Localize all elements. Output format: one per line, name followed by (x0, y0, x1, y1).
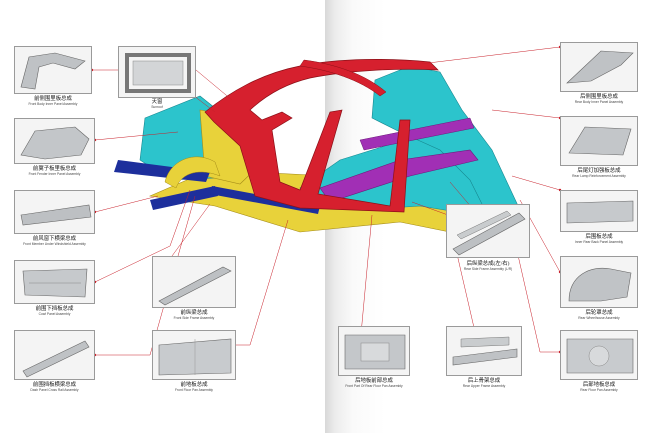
caption-inner-rear-back: 后围板总成 Inner Rear Back Panel Assembly (556, 234, 642, 244)
part-name-zh: 后侧围里板总成 (580, 94, 618, 100)
part-thumb-rear-side-frame (446, 204, 530, 258)
part-name-en: Rear Body Inner Panel Assembly (574, 99, 624, 104)
part-name-zh: 后尾灯加强板总成 (577, 168, 621, 174)
front-rail-lower-shape (150, 186, 218, 210)
caption-dash-panel-rail: 前围挡板横梁总成 Dash Panel Cross Rail Assembly (14, 382, 95, 392)
part-name-en: Rear Side Frame Assembly (L/R) (463, 266, 513, 271)
leader-front-fender-inner (94, 131, 179, 141)
part-name-zh: 前地板总成 (180, 382, 208, 388)
caption-rear-floor-pan: 后部地板总成 Rear Floor Pan Assembly (556, 382, 642, 392)
part-name-zh: 后纵梁总成(左/右) (466, 261, 510, 267)
part-name-en: Dash Panel Cross Rail Assembly (30, 387, 79, 392)
part-name-zh: 后部地板总成 (582, 382, 616, 388)
part-name-zh: 前纵梁总成 (180, 310, 208, 316)
part-thumb-rear-body-inner (560, 42, 638, 92)
caption-front-body-inner: 前侧围里板总成 Front Body Inner Panel Assembly (14, 96, 92, 106)
part-name-zh: 天窗 (151, 99, 163, 105)
part-thumb-front-member-windshield (14, 190, 95, 234)
part-thumb-roof (118, 46, 196, 98)
part-thumb-cowl-panel (14, 260, 95, 304)
part-name-en: Front Side Frame Assembly (173, 315, 215, 320)
caption-front-floor-pan: 前地板总成 Front Floor Pan Assembly (152, 382, 236, 392)
part-name-zh: 前围下挡板总成 (35, 306, 74, 312)
caption-roof: 天窗 Sunroof (118, 99, 196, 109)
leader-roof (195, 69, 233, 101)
part-name-en: Front Member Under Windshield Assembly (23, 241, 86, 246)
part-name-en: Sunroof (151, 104, 163, 109)
rear-cross-member-shape (359, 117, 475, 151)
front-rail-shape (114, 160, 210, 182)
part-name-en: Front Body Inner Panel Assembly (28, 101, 78, 106)
part-thumb-inner-rear-back (560, 190, 638, 232)
part-thumb-rear-upper-frame (446, 326, 522, 376)
part-name-zh: 前侧围里板总成 (34, 96, 72, 102)
caption-front-member-windshield: 前风窗下横梁总成 Front Member Under Windshield A… (14, 236, 95, 246)
caption-rear-lamp: 后尾灯加强板总成 Rear Lamp Reinforcement Assembl… (556, 168, 642, 178)
leader-rear-floor-pan (509, 219, 560, 353)
part-name-zh: 前风窗下横梁总成 (32, 236, 77, 242)
leader-cowl-panel (94, 189, 191, 283)
sill-blue-shape (210, 186, 320, 214)
part-name-en: Front Fender Inner Panel Assembly (28, 171, 81, 176)
part-name-en: Rear Wheelhouse Assembly (578, 315, 620, 320)
part-name-en: Front Floor Pan Assembly (175, 387, 213, 392)
caption-cowl-panel: 前围下挡板总成 Cowl Panel Assembly (14, 306, 95, 316)
part-thumb-front-fender-inner (14, 118, 95, 164)
caption-front-fender-inner: 前翼子板里板总成 Front Fender Inner Panel Assemb… (14, 166, 95, 176)
part-thumb-rear-wheelhouse (560, 256, 638, 308)
part-name-zh: 前围挡板横梁总成 (32, 382, 77, 388)
part-name-en: Rear Upper Frame Assembly (462, 383, 506, 388)
leader-inner-rear-back (511, 175, 561, 191)
part-thumb-front-body-inner (14, 46, 92, 94)
part-name-en: Front Part Of Rear Floor Pan Assembly (345, 383, 403, 388)
part-name-zh: 前翼子板里板总成 (32, 166, 77, 172)
part-thumb-rear-floor-pan (560, 330, 638, 380)
leader-rear-body-inner (419, 46, 561, 65)
caption-rear-wheelhouse: 后轮罩总成 Rear Wheelhouse Assembly (556, 310, 642, 320)
part-name-zh: 后地板前部总成 (355, 378, 393, 384)
caption-front-side-frame: 前纵梁总成 Front Side Frame Assembly (152, 310, 236, 320)
side-frame-shape (204, 59, 439, 213)
part-name-en: Inner Rear Back Panel Assembly (574, 239, 624, 244)
leader-front-side-frame (171, 203, 211, 257)
part-name-en: Rear Floor Pan Assembly (580, 387, 618, 392)
leader-rear-lamp (491, 109, 561, 119)
caption-rear-upper-frame: 后上骨架总成 Rear Upper Frame Assembly (446, 378, 522, 388)
part-thumb-rear-lamp (560, 116, 638, 166)
leader-dash-panel-rail (95, 195, 196, 356)
part-name-en: Cowl Panel Assembly (38, 311, 71, 316)
part-thumb-front-floor-pan (152, 330, 236, 380)
leader-front-member-windshield (94, 195, 159, 213)
caption-rear-body-inner: 后侧围里板总成 Rear Body Inner Panel Assembly (556, 94, 642, 104)
part-name-zh: 后轮罩总成 (585, 310, 613, 316)
front-wheel-arch-shape (164, 156, 221, 189)
part-thumb-front-side-frame (152, 256, 236, 308)
leader-front-part-rear-floor (359, 214, 373, 346)
part-name-zh: 后上骨架总成 (467, 378, 501, 384)
caption-front-part-rear-floor: 后地板前部总成 Front Part Of Rear Floor Pan Ass… (334, 378, 414, 388)
caption-rear-side-frame: 后纵梁总成(左/右) Rear Side Frame Assembly (L/R… (446, 261, 530, 271)
part-name-en: Rear Lamp Reinforcement Assembly (572, 173, 626, 178)
part-thumb-dash-panel-rail (14, 330, 95, 380)
part-name-zh: 后围板总成 (585, 234, 613, 240)
part-thumb-front-part-rear-floor (338, 326, 410, 376)
roof-bow-shape (299, 59, 387, 97)
